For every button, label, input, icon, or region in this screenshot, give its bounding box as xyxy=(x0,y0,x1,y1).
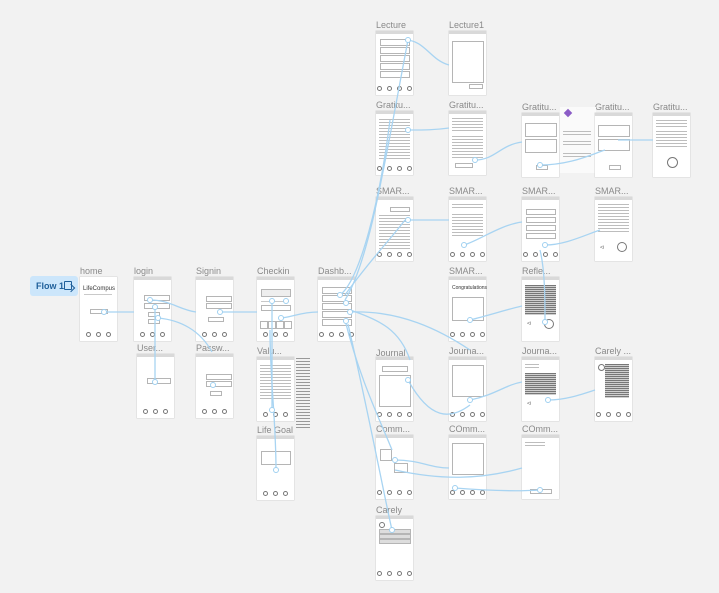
frame-journal-2[interactable] xyxy=(449,357,486,421)
frame-gratitude-popup[interactable] xyxy=(560,107,596,173)
connector-node[interactable] xyxy=(467,317,473,323)
frame-journal[interactable] xyxy=(376,357,413,421)
congratulations-text: Congratulations xyxy=(452,285,488,291)
home-app-title: LifeCompus xyxy=(83,286,116,292)
frame-label-gratitude-1[interactable]: Gratitu... xyxy=(376,100,411,110)
frame-label-home[interactable]: home xyxy=(80,266,103,276)
connector-node[interactable] xyxy=(452,485,458,491)
connector-node[interactable] xyxy=(405,37,411,43)
frame-label-username[interactable]: User... xyxy=(137,343,164,353)
connector-node[interactable] xyxy=(343,300,349,306)
connector-node[interactable] xyxy=(273,467,279,473)
connector-node[interactable] xyxy=(542,242,548,248)
flow-play-icon[interactable] xyxy=(64,281,72,290)
frame-label-lifegoal[interactable]: Life Goal xyxy=(257,425,294,435)
connector-node[interactable] xyxy=(155,315,161,321)
frame-label-login[interactable]: login xyxy=(134,266,154,276)
frame-gratitude-5[interactable] xyxy=(653,113,690,177)
frame-label-smart-1[interactable]: SMAR... xyxy=(376,186,410,196)
frame-checkin[interactable] xyxy=(257,277,294,341)
frame-values[interactable] xyxy=(257,357,294,421)
frame-community-1[interactable] xyxy=(376,435,413,499)
connector-node[interactable] xyxy=(152,379,158,385)
connector-gratitude1-2 xyxy=(407,127,450,131)
frame-carely-2[interactable] xyxy=(376,516,413,580)
connector-node[interactable] xyxy=(537,487,543,493)
frame-gratitude-1[interactable] xyxy=(376,111,413,175)
connector-node[interactable] xyxy=(537,162,543,168)
frame-label-community-3[interactable]: COmm... xyxy=(522,424,558,434)
frame-label-smart-2[interactable]: SMAR... xyxy=(449,186,483,196)
connector-node[interactable] xyxy=(405,127,411,133)
frame-label-carely-1[interactable]: Carely ... xyxy=(595,346,632,356)
frame-journal-3[interactable]: ◃ xyxy=(522,357,559,421)
carely-avatar-icon xyxy=(379,522,385,528)
connector-node[interactable] xyxy=(461,242,467,248)
frame-gratitude-4[interactable] xyxy=(595,113,632,177)
frame-label-smart-3[interactable]: SMAR... xyxy=(522,186,556,196)
flow-label: Flow 1 xyxy=(36,281,65,291)
frame-label-carely-2[interactable]: Carely xyxy=(376,505,403,515)
connector-node[interactable] xyxy=(217,309,223,315)
connector-node[interactable] xyxy=(337,292,343,298)
flow-start-badge[interactable]: Flow 1 xyxy=(30,276,78,296)
frame-label-smart-4[interactable]: SMAR... xyxy=(595,186,629,196)
frame-smart-1[interactable] xyxy=(376,197,413,261)
frame-label-community-2[interactable]: COmm... xyxy=(449,424,485,434)
frame-smart-2[interactable] xyxy=(449,197,486,261)
share-icon[interactable]: ◃ xyxy=(527,400,531,407)
frame-label-gratitude-2[interactable]: Gratitu... xyxy=(449,100,484,110)
frame-label-smart-5[interactable]: SMAR... xyxy=(449,266,483,276)
frame-carely-1[interactable] xyxy=(595,357,632,421)
frame-gratitude-2[interactable] xyxy=(449,111,486,175)
connector-node[interactable] xyxy=(392,457,398,463)
frame-label-journal-2[interactable]: Journa... xyxy=(449,346,485,356)
connector-node[interactable] xyxy=(269,298,275,304)
avatar-icon xyxy=(617,242,627,252)
frame-label-checkin[interactable]: Checkin xyxy=(257,266,290,276)
frame-label-journal-3[interactable]: Journa... xyxy=(522,346,558,356)
connector-node[interactable] xyxy=(542,319,548,325)
frame-smart-5[interactable]: Congratulations xyxy=(449,277,488,341)
frame-label-gratitude-4[interactable]: Gratitu... xyxy=(595,102,630,112)
frame-label-values[interactable]: Valu... xyxy=(257,346,282,356)
frame-label-lecture[interactable]: Lecture xyxy=(376,20,407,30)
connector-node[interactable] xyxy=(405,217,411,223)
connector-node[interactable] xyxy=(545,397,551,403)
frame-label-gratitude-5[interactable]: Gratitu... xyxy=(653,102,688,112)
purple-flower-icon xyxy=(563,108,573,118)
frame-label-reflect[interactable]: Refle... xyxy=(522,266,551,276)
connector-node[interactable] xyxy=(278,315,284,321)
frame-label-password[interactable]: Passw... xyxy=(196,343,230,353)
connector-node[interactable] xyxy=(147,297,153,303)
values-side-notes xyxy=(296,358,310,430)
frame-smart-3[interactable] xyxy=(522,197,559,261)
frame-username[interactable] xyxy=(137,354,174,418)
connector-node[interactable] xyxy=(343,318,349,324)
frame-label-gratitude-3[interactable]: Gratitu... xyxy=(522,102,557,112)
share-icon[interactable]: ◃ xyxy=(527,320,531,327)
connector-node[interactable] xyxy=(389,527,395,533)
frame-label-community-1[interactable]: Comm... xyxy=(376,424,411,434)
frame-smart-4[interactable]: ◃ xyxy=(595,197,632,261)
connector-node[interactable] xyxy=(283,298,289,304)
connector-node[interactable] xyxy=(472,157,478,163)
share-icon[interactable]: ◃ xyxy=(600,244,604,251)
frame-signin[interactable] xyxy=(196,277,233,341)
connector-node[interactable] xyxy=(152,304,158,310)
frame-label-dashboard[interactable]: Dashb... xyxy=(318,266,352,276)
carely-avatar-icon xyxy=(598,364,605,371)
connector-node[interactable] xyxy=(467,397,473,403)
frame-home[interactable]: LifeCompus xyxy=(80,277,117,341)
connector-node[interactable] xyxy=(269,407,275,413)
connector-node[interactable] xyxy=(210,382,216,388)
frame-reflect[interactable]: ◃ xyxy=(522,277,559,341)
connector-node[interactable] xyxy=(101,309,107,315)
connector-node[interactable] xyxy=(347,309,353,315)
frame-label-signin[interactable]: Signin xyxy=(196,266,222,276)
frame-label-lecture1[interactable]: Lecture1 xyxy=(449,20,485,30)
avatar-icon xyxy=(667,157,678,168)
frame-lecture1[interactable] xyxy=(449,31,486,95)
connector-node[interactable] xyxy=(405,377,411,383)
